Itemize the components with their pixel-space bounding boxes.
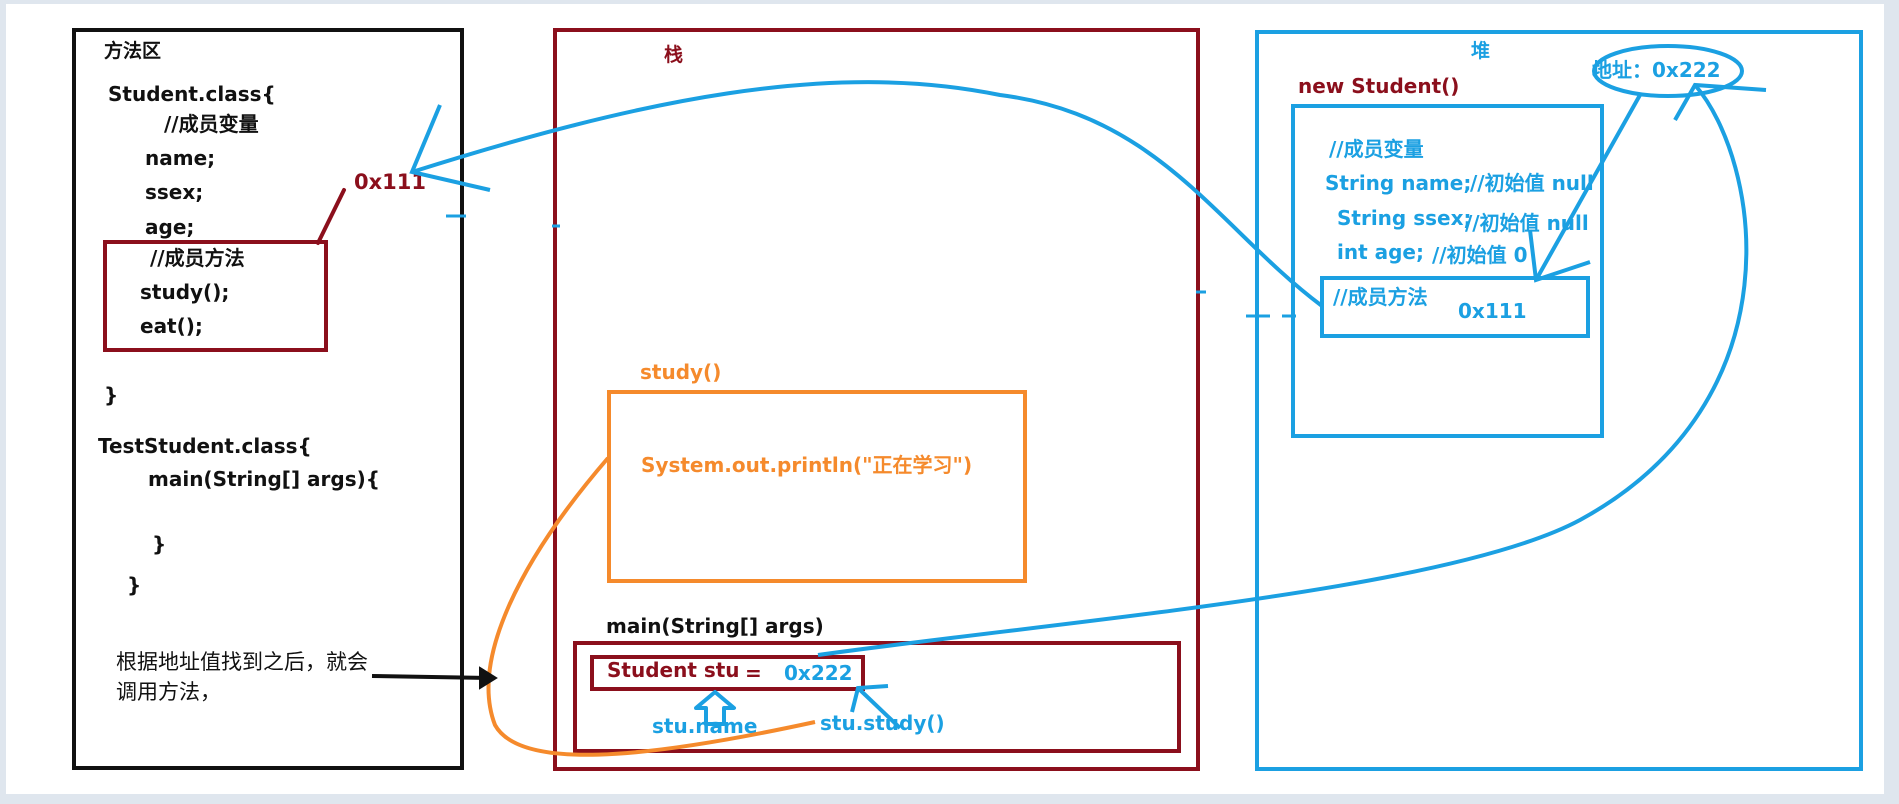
student-class-header: Student.class{ (108, 82, 276, 106)
heap-address-ellipse (1592, 44, 1744, 98)
heap-field-ssex-decl: String ssex; (1337, 206, 1472, 230)
student-field-name: name; (145, 146, 216, 170)
heap-member-method-comment: //成员方法 (1333, 285, 1428, 309)
main-frame-box (573, 641, 1181, 753)
heap-field-ssex-init: //初始值 null (1465, 211, 1589, 235)
stu-study-access: stu.study() (820, 711, 945, 735)
heap-object-address: 地址：0x222 (1592, 58, 1721, 82)
heap-member-var-comment: //成员变量 (1329, 137, 1424, 161)
heap-method-ref-box (1320, 276, 1590, 338)
student-field-ssex: ssex; (145, 180, 204, 204)
lookup-note: 根据地址值找到之后，就会 调用方法， (116, 647, 368, 707)
test-class-header: TestStudent.class{ (98, 434, 312, 458)
stu-reference-arrow (817, 83, 1749, 657)
stu-address-value: 0x222 (784, 661, 853, 685)
stu-study-arrowhead (850, 684, 889, 713)
main-frame-label: main(String[] args) (606, 614, 824, 638)
method-ref-arrow (411, 80, 1324, 308)
lookup-note-line1: 根据地址值找到之后，就会 (116, 650, 368, 674)
method-address-connector (316, 188, 346, 245)
diagram-background (6, 4, 1884, 794)
heap-field-name-init: //初始值 null (1470, 171, 1594, 195)
study-call-loop (486, 456, 816, 757)
student-field-age: age; (145, 215, 195, 239)
stack-box (553, 28, 1200, 771)
address-to-method-arrowhead (1528, 229, 1591, 283)
heap-field-age-decl: int age; (1337, 240, 1424, 264)
stack-title: 栈 (664, 44, 684, 66)
heap-title: 堆 (1471, 40, 1491, 62)
student-object-box (1291, 104, 1604, 438)
stu-name-access: stu.name (652, 714, 758, 738)
method-area-title: 方法区 (104, 40, 162, 62)
test-main-signature: main(String[] args){ (148, 467, 381, 491)
heap-box (1255, 30, 1863, 771)
student-member-method-comment: //成员方法 (150, 246, 245, 270)
student-member-var-comment: //成员变量 (164, 112, 259, 136)
stu-variable-box (590, 655, 865, 691)
heap-field-name-decl: String name; (1325, 171, 1472, 195)
study-frame-label: study() (640, 360, 722, 384)
address-to-method-arrow (1534, 94, 1642, 281)
study-frame-statement: System.out.println("正在学习") (641, 453, 973, 477)
stu-study-arrow (856, 686, 902, 730)
method-area-box (72, 28, 464, 770)
student-methods-box (103, 240, 328, 352)
lookup-note-line2: 调用方法， (116, 680, 221, 704)
student-class-close: } (104, 383, 119, 407)
student-method-study: study(); (140, 280, 230, 304)
student-method-eat: eat(); (140, 314, 203, 338)
test-class-close: } (127, 573, 142, 597)
study-frame-box (607, 390, 1027, 583)
method-ref-arrowhead (409, 104, 491, 192)
stu-name-arrow (694, 690, 736, 726)
stu-reference-arrowhead (1673, 82, 1767, 121)
note-pointer-arrowhead (479, 666, 498, 690)
stu-variable-decl: Student stu (607, 658, 740, 682)
blue-dash-1 (446, 214, 1296, 318)
heap-field-age-init: //初始值 0 (1432, 243, 1528, 267)
stu-equals-sign: = (745, 661, 762, 685)
heap-method-ref-value: 0x111 (1458, 299, 1527, 323)
heap-object-label: new Student() (1298, 74, 1460, 98)
note-pointer-arrow (371, 674, 491, 680)
method-address-label: 0x111 (354, 170, 426, 194)
test-main-close: } (152, 532, 167, 556)
